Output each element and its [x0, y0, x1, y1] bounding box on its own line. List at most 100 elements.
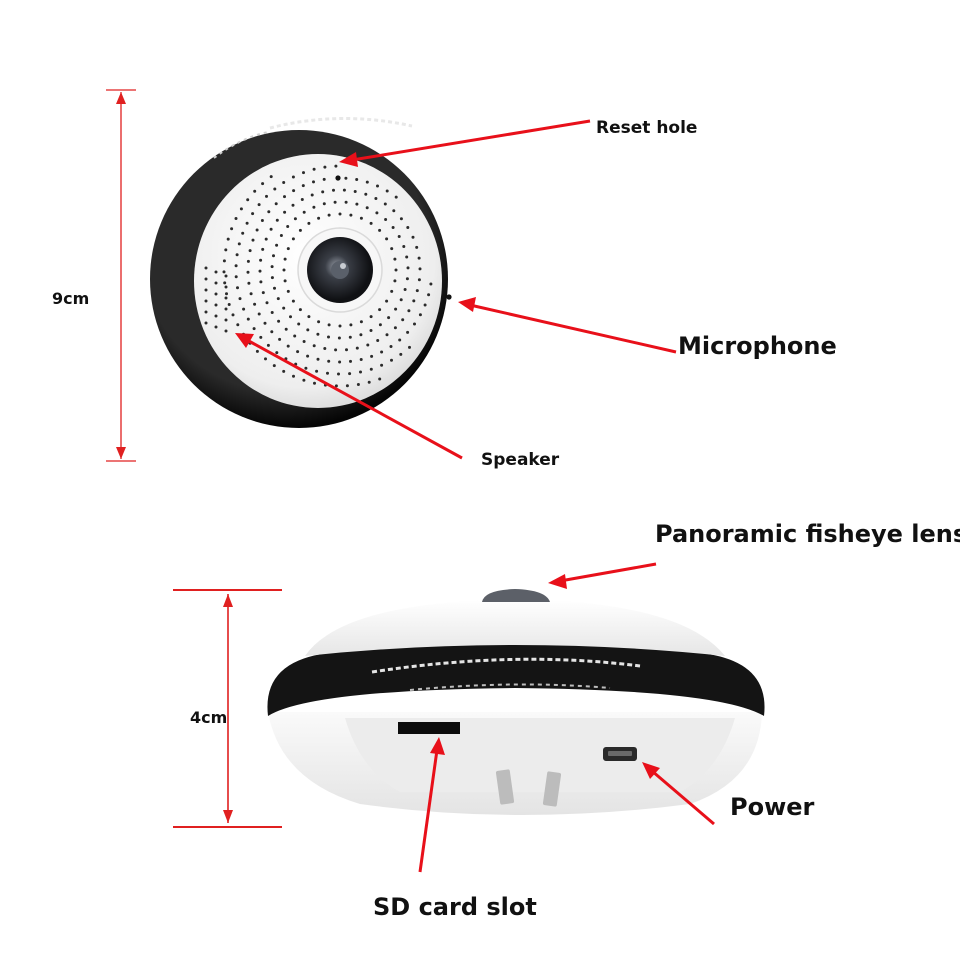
- grille-dot: [338, 324, 342, 328]
- grille-dot: [417, 256, 421, 260]
- grille-dot: [261, 291, 265, 295]
- vent-icon: [542, 771, 562, 807]
- grille-dot: [224, 285, 228, 289]
- grille-dot: [214, 281, 218, 285]
- grille-dot: [312, 167, 316, 171]
- grille-dot: [405, 277, 409, 281]
- dimension-diameter: [106, 89, 136, 462]
- grille-dot: [237, 242, 241, 246]
- grille-dot: [412, 299, 416, 303]
- grille-dot: [385, 333, 389, 337]
- grille-dot: [214, 325, 218, 329]
- grille-dot: [259, 335, 263, 339]
- dimension-arrowhead-bottom: [116, 447, 126, 459]
- grille-dot: [283, 210, 287, 214]
- grille-dot: [236, 286, 239, 290]
- grille-dot: [317, 320, 321, 324]
- lens-center: [331, 261, 349, 279]
- grille-dot: [385, 189, 389, 193]
- grille-dot: [348, 335, 352, 339]
- arrowhead-sd-card-slot: [430, 737, 445, 755]
- grille-dot: [385, 299, 389, 303]
- base-recess: [345, 718, 735, 792]
- grille-dot: [270, 330, 274, 334]
- led-ring-top: [269, 116, 413, 130]
- grille-dot: [293, 217, 297, 221]
- grille-dot: [338, 212, 342, 216]
- grille-dot: [263, 321, 267, 325]
- grille-dot: [241, 231, 245, 235]
- dimension-height: [173, 589, 282, 828]
- grille-dot: [223, 281, 227, 285]
- grille-dot: [265, 301, 269, 305]
- grille-dot: [264, 357, 267, 361]
- grille-dot: [355, 178, 359, 181]
- grille-dot: [291, 237, 295, 241]
- grille-dot: [349, 359, 352, 363]
- grille-dot: [236, 323, 240, 327]
- grille-dot: [224, 318, 228, 322]
- grille-dot: [282, 369, 286, 373]
- grille-dot: [273, 286, 276, 290]
- dimension-height-label: 4cm: [190, 708, 228, 727]
- grille-dot: [405, 255, 409, 259]
- grille-dot: [227, 303, 231, 306]
- lens-glint: [340, 263, 346, 269]
- grille-dot: [234, 275, 238, 279]
- grille-dot: [323, 347, 327, 350]
- grille-dot: [204, 310, 208, 314]
- grille-dot: [204, 277, 208, 281]
- grille-dot: [323, 165, 327, 169]
- grille-dot: [234, 217, 238, 220]
- vent-icon: [495, 769, 515, 805]
- grille-dot: [283, 195, 286, 199]
- grille-dot: [275, 351, 279, 355]
- grille-dot: [302, 210, 306, 214]
- grille-dot: [291, 175, 295, 179]
- grille-dot: [365, 206, 369, 210]
- dimension-diameter-label: 9cm: [52, 289, 90, 308]
- grille-dot: [312, 344, 316, 348]
- grille-dot: [248, 249, 252, 253]
- grille-dot: [355, 346, 359, 350]
- grille-dot: [316, 332, 320, 336]
- grille-dot: [230, 227, 234, 231]
- grille-dot: [226, 237, 230, 241]
- grille-dot: [359, 370, 362, 374]
- grille-dot: [302, 171, 305, 175]
- grille-dot: [307, 315, 311, 319]
- grille-dot: [344, 200, 348, 204]
- grille-dot: [292, 189, 296, 193]
- grille-dot: [327, 323, 331, 327]
- grille-dot: [279, 234, 283, 237]
- grille-dot: [275, 243, 279, 247]
- grille-dot: [275, 218, 279, 222]
- grille-dot: [423, 303, 427, 307]
- grille-dot: [338, 360, 342, 364]
- grille-dot: [292, 374, 295, 378]
- grille-dot: [384, 218, 388, 221]
- grille-dot: [312, 205, 316, 209]
- grille-dot: [327, 359, 331, 363]
- grille-dot: [259, 280, 263, 284]
- grille-dot: [376, 339, 380, 342]
- arrowhead-power: [642, 762, 660, 779]
- grille-dot: [247, 281, 251, 285]
- grille-dot: [406, 226, 410, 229]
- grille-dot: [251, 212, 255, 216]
- grille-dot: [257, 203, 261, 207]
- reset-hole-icon: [335, 175, 341, 181]
- grille-dot: [282, 268, 286, 272]
- grille-dot: [253, 189, 257, 193]
- grille-dot: [273, 187, 277, 191]
- label-reset-hole: Reset hole: [596, 118, 698, 138]
- grille-dot: [334, 164, 338, 168]
- grille-dot: [364, 192, 368, 196]
- grille-dot: [306, 354, 310, 358]
- grille-dot: [327, 335, 330, 339]
- arrow-fisheye-lens: [559, 562, 657, 583]
- grille-dot: [293, 334, 297, 338]
- grille-dot: [291, 299, 295, 303]
- grille-dot: [261, 182, 265, 186]
- grille-dot: [418, 313, 422, 317]
